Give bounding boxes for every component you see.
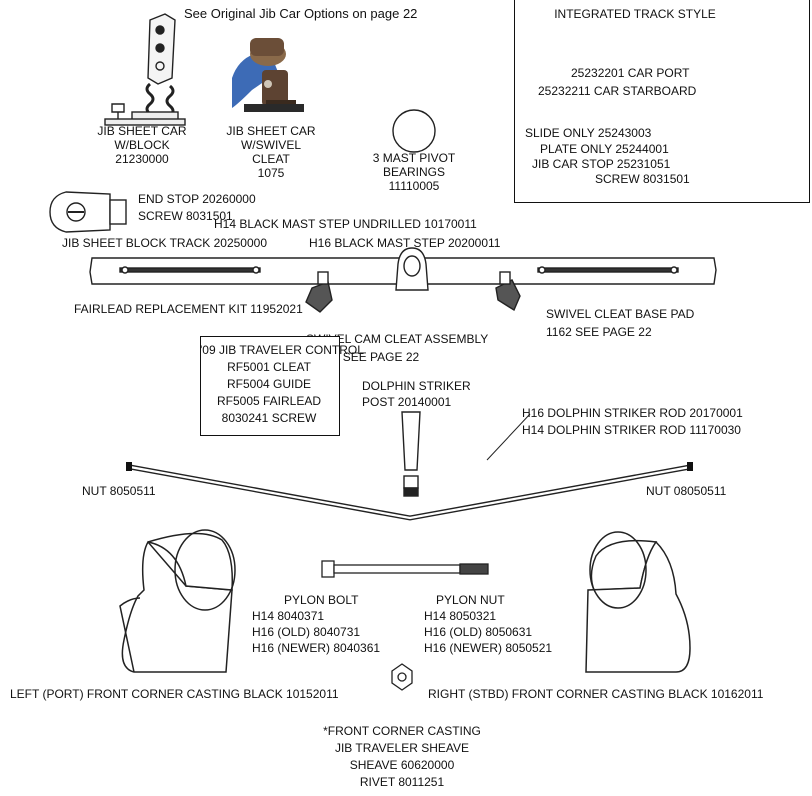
mast-pivot-line1: 3 MAST PIVOT <box>372 151 456 165</box>
pylon-bolt-line1: PYLON BOLT <box>284 593 359 607</box>
right-corner-casting-illustration <box>585 531 691 673</box>
car-port-label: 25232201 CAR PORT <box>571 66 690 80</box>
dolphin-post-line2: POST 20140001 <box>362 395 452 409</box>
mast-pivot-line2: BEARINGS <box>382 165 445 179</box>
header-note: See Original Jib Car Options on page 22 <box>184 6 418 21</box>
end-stop-line2: SCREW 8031501 <box>138 209 233 223</box>
jib-traveler-control-line3: RF5004 GUIDE <box>226 377 312 391</box>
sheave-line1: *FRONT CORNER CASTING <box>323 724 481 738</box>
pylon-bolt-label: PYLON BOLT H14 8040371 H16 (OLD) 8040731… <box>252 592 380 656</box>
swivel-cam-cleat-line1: SWIVEL CAM CLEAT ASSEMBLY <box>306 332 489 346</box>
nut-right-label: NUT 08050511 <box>646 484 727 498</box>
mast-pivot-line3: 11110005 <box>388 179 440 193</box>
jib-car-block-label: JIB SHEET CAR W/BLOCK 21230000 <box>88 124 196 166</box>
nut-left-label: NUT 8050511 <box>82 484 156 498</box>
slide-only-label: SLIDE ONLY 25243003 <box>525 126 652 140</box>
pylon-nut-line3: H16 (OLD) 8050631 <box>424 625 533 639</box>
jib-car-swivel-line1: JIB SHEET CAR <box>226 124 316 138</box>
dolphin-striker-post-illustration <box>401 411 421 497</box>
pylon-bolt-line2: H14 8040371 <box>252 609 325 623</box>
jib-traveler-control-line4: RF5005 FAIRLEAD <box>216 394 322 408</box>
jib-car-swivel-line4: 1075 <box>257 166 285 180</box>
plate-only-label: PLATE ONLY 25244001 <box>540 142 669 156</box>
jib-traveler-control-box <box>200 336 340 436</box>
jib-car-swivel-label: JIB SHEET CAR W/SWIVEL CLEAT 1075 <box>224 124 318 180</box>
integrated-track-box <box>514 0 810 203</box>
jib-car-block-line2: W/BLOCK <box>114 138 170 152</box>
h16-mast-step-label: H16 BLACK MAST STEP 20200011 <box>309 236 501 250</box>
sheave-line4: RIVET 8011251 <box>359 775 445 789</box>
jib-car-block-line3: 21230000 <box>115 152 169 166</box>
pylon-nut-line4: H16 (NEWER) 8050521 <box>424 641 553 655</box>
end-stop-label: END STOP 20260000 SCREW 8031501 <box>138 192 256 223</box>
end-stop-illustration <box>49 191 127 233</box>
end-stop-line1: END STOP 20260000 <box>138 192 256 206</box>
jib-car-swivel-illustration <box>232 38 304 112</box>
jib-traveler-control-line1: '09 JIB TRAVELER CONTROL <box>200 343 364 357</box>
jib-car-swivel-line3: CLEAT <box>252 152 290 166</box>
car-starboard-label: 25232211 CAR STARBOARD <box>538 84 697 98</box>
sheave-line2: JIB TRAVELER SHEAVE <box>334 741 470 755</box>
dolphin-post-line1: DOLPHIN STRIKER <box>362 379 471 393</box>
dolphin-rod-label: H16 DOLPHIN STRIKER ROD 20170001 H14 DOL… <box>522 405 743 439</box>
pylon-nut-label: PYLON NUT H14 8050321 H16 (OLD) 8050631 … <box>424 592 552 656</box>
jib-car-swivel-line2: W/SWIVEL <box>240 138 301 152</box>
swivel-cleat-base-pad-line2: 1162 SEE PAGE 22 <box>546 325 652 339</box>
jib-car-block-line1: JIB SHEET CAR <box>97 124 187 138</box>
left-casting-label: LEFT (PORT) FRONT CORNER CASTING BLACK 1… <box>10 687 339 701</box>
h14-mast-step-label: H14 BLACK MAST STEP UNDRILLED 10170011 <box>214 217 477 231</box>
integrated-track-title: INTEGRATED TRACK STYLE <box>554 7 716 21</box>
left-corner-casting-illustration <box>119 529 236 673</box>
mast-pivot-label: 3 MAST PIVOT BEARINGS 11110005 <box>354 151 474 193</box>
mast-step-bar-illustration <box>89 247 717 313</box>
pylon-nut-line1: PYLON NUT <box>436 593 505 607</box>
jib-traveler-control-line5: 8030241 SCREW <box>221 411 317 425</box>
right-casting-label: RIGHT (STBD) FRONT CORNER CASTING BLACK … <box>428 687 764 701</box>
pylon-bolt-line3: H16 (OLD) 8040731 <box>252 625 361 639</box>
sheave-label: *FRONT CORNER CASTING JIB TRAVELER SHEAV… <box>280 723 524 791</box>
dolphin-post-label: DOLPHIN STRIKER POST 20140001 <box>362 378 471 410</box>
pylon-bolt-illustration <box>321 560 489 578</box>
pylon-bolt-line4: H16 (NEWER) 8040361 <box>252 641 381 655</box>
dolphin-rod-line2: H14 DOLPHIN STRIKER ROD 11170030 <box>522 423 741 437</box>
dolphin-striker-rod-illustration <box>126 413 693 521</box>
fairlead-kit-label: FAIRLEAD REPLACEMENT KIT 11952021 <box>74 302 303 316</box>
screw-label: SCREW 8031501 <box>595 172 690 186</box>
swivel-cleat-base-pad-label: SWIVEL CLEAT BASE PAD 1162 SEE PAGE 22 <box>546 307 694 339</box>
jib-traveler-control-line2: RF5001 CLEAT <box>227 360 311 374</box>
jib-car-block-illustration <box>104 13 186 126</box>
jib-sheet-block-track-label: JIB SHEET BLOCK TRACK 20250000 <box>62 236 267 250</box>
jib-car-stop-label: JIB CAR STOP 25231051 <box>532 157 671 171</box>
sheave-line3: SHEAVE 60620000 <box>349 758 455 772</box>
swivel-cleat-base-pad-line1: SWIVEL CLEAT BASE PAD <box>546 307 695 321</box>
jib-traveler-control-label: '09 JIB TRAVELER CONTROL RF5001 CLEAT RF… <box>200 342 364 427</box>
mast-pivot-bearing-illustration <box>392 109 436 153</box>
pylon-nut-illustration <box>391 663 413 691</box>
pylon-nut-line2: H14 8050321 <box>424 609 497 623</box>
dolphin-rod-line1: H16 DOLPHIN STRIKER ROD 20170001 <box>522 406 743 420</box>
